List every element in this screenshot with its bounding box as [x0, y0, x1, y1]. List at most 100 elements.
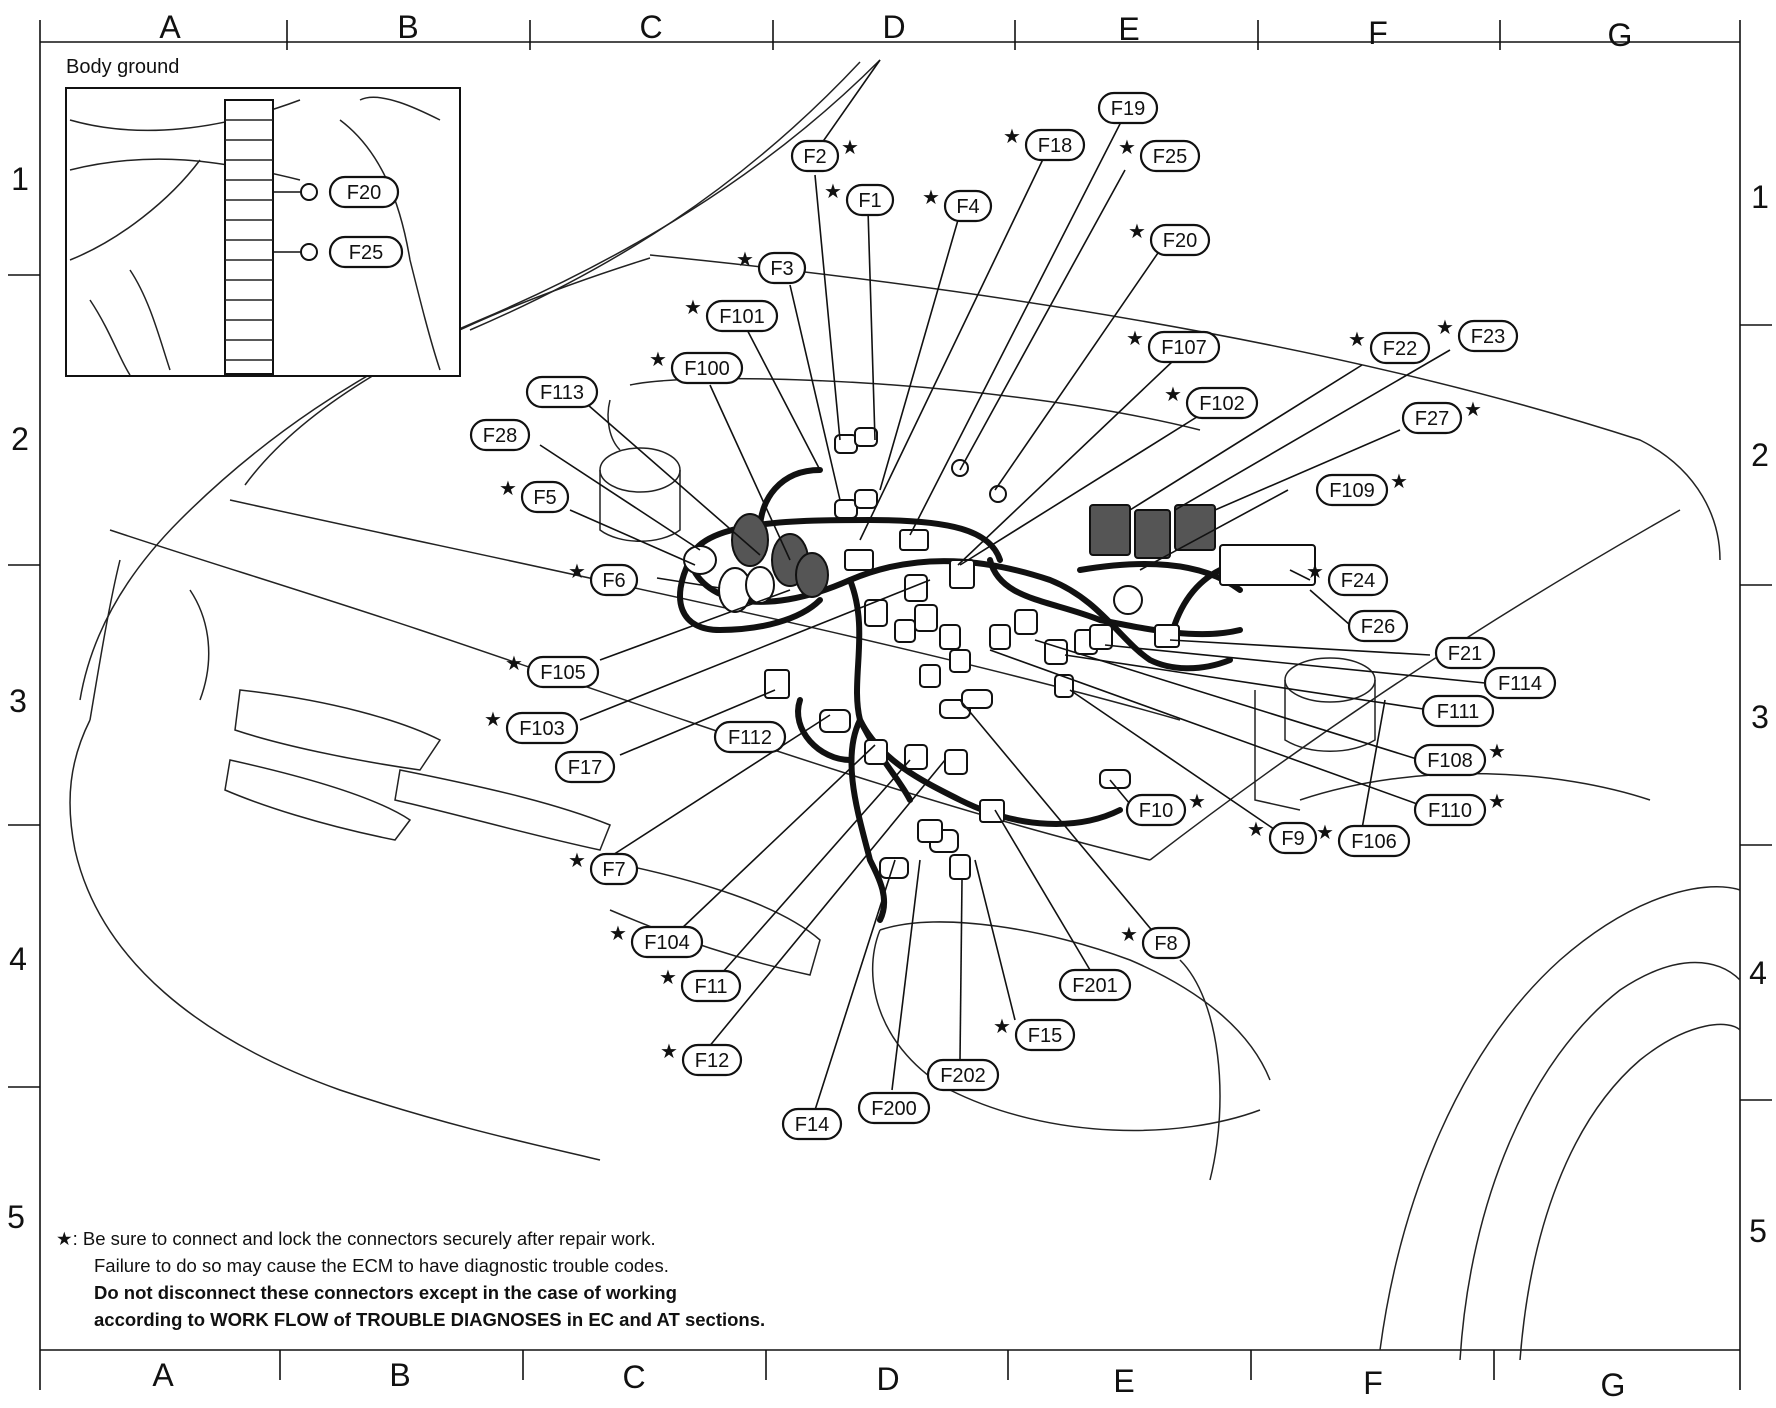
connector-label-f109: F109★ — [1315, 469, 1408, 507]
footnote-line-1: ★: Be sure to connect and lock the conne… — [56, 1228, 656, 1249]
star-icon: ★ — [1348, 327, 1366, 351]
inset-connector-F25: F25 — [328, 235, 404, 269]
column-labels-top: A B C D E F G — [159, 9, 1632, 53]
connector-plug — [1099, 769, 1131, 789]
connector-label-f103: F103★ — [484, 707, 579, 745]
inset-connector-F20: F20 — [328, 175, 400, 209]
connector-label-f18: F18★ — [1003, 124, 1086, 162]
connector-plug — [989, 624, 1011, 650]
connector-plug — [914, 604, 938, 632]
connector-label-f202: F202 — [926, 1058, 1000, 1092]
connector-label-f21: F21 — [1434, 636, 1496, 670]
connector-plug — [1113, 585, 1143, 615]
connector-label-f19: F19 — [1097, 91, 1159, 125]
connector-plug — [854, 427, 878, 447]
star-icon: ★ — [1488, 739, 1506, 763]
star-icon: ★ — [1488, 789, 1506, 813]
connector-label-f100: F100★ — [649, 347, 744, 385]
connector-label-f104: F104★ — [609, 921, 704, 959]
ground-terminal — [989, 485, 1007, 503]
star-icon: ★ — [1118, 135, 1136, 159]
connector-pill — [1139, 139, 1201, 173]
connector-label-f23: F23★ — [1436, 315, 1519, 353]
connector-id: F113 — [540, 382, 584, 404]
connector-pill — [790, 139, 840, 173]
connector-id: F28 — [483, 425, 517, 447]
connector-pill — [781, 1107, 843, 1141]
connector-id: F110 — [1428, 800, 1472, 822]
star-icon: ★ — [922, 185, 940, 209]
connector-id: F201 — [1072, 975, 1118, 997]
col-label: C — [639, 9, 662, 45]
star-icon: ★ — [993, 1014, 1011, 1038]
star-icon: ★ — [505, 651, 523, 675]
connector-plug — [864, 739, 888, 765]
star-icon: ★ — [1120, 922, 1138, 946]
connector-label-f101: F101★ — [684, 295, 779, 333]
connector-id: F107 — [1161, 337, 1207, 359]
connector-pill — [1347, 609, 1409, 643]
connector-label-f2: F2★ — [790, 135, 859, 173]
ecm-connector — [1174, 504, 1216, 551]
col-label: A — [159, 9, 181, 45]
connector-label-f1: F1★ — [824, 179, 895, 217]
star-icon: ★ — [1164, 382, 1182, 406]
col-label: C — [622, 1359, 645, 1395]
connector-pill — [526, 655, 600, 689]
connector-plug — [961, 689, 993, 709]
row-labels-left: 1 2 3 4 5 — [7, 161, 29, 1235]
star-icon: ★ — [499, 476, 517, 500]
footnote-line-4: according to WORK FLOW of TROUBLE DIAGNO… — [94, 1309, 766, 1330]
connector-label-f106: F106★ — [1316, 820, 1411, 858]
connector-label-f25: F25★ — [1118, 135, 1201, 173]
connector-id: F9 — [1281, 828, 1304, 850]
star-icon: ★ — [609, 921, 627, 945]
connector-pill — [1413, 793, 1487, 827]
star-icon: ★ — [660, 1039, 678, 1063]
connector-id: F103 — [519, 718, 565, 740]
connector-id: F100 — [684, 358, 730, 380]
connector-pill — [1434, 636, 1496, 670]
connector-id: F20 — [1163, 230, 1197, 252]
star-icon: ★ — [1464, 397, 1482, 421]
connector-id: F22 — [1383, 338, 1417, 360]
connector-plug — [854, 489, 878, 509]
connector-plug — [879, 857, 909, 879]
connector-id: F24 — [1341, 570, 1375, 592]
connector-label-f113: F113 — [525, 375, 599, 409]
connector-label-f11: F11★ — [659, 965, 742, 1003]
footnote: ★: Be sure to connect and lock the conne… — [56, 1225, 956, 1333]
row-labels-right: 1 2 3 4 5 — [1749, 179, 1769, 1249]
connector-plug — [844, 549, 874, 571]
connector-label-f200: F200 — [857, 1091, 931, 1125]
col-label: D — [882, 9, 905, 45]
star-icon: ★ — [568, 848, 586, 872]
connector-plug — [939, 624, 961, 650]
connector-pill — [680, 969, 742, 1003]
connector-pill — [1141, 926, 1191, 960]
connector-label-f24: F24 ★ — [1306, 559, 1389, 597]
star-icon: ★ — [1316, 820, 1334, 844]
connector-id: F27 — [1415, 408, 1449, 430]
connector-id: F18 — [1038, 135, 1072, 157]
connector-id: F19 — [1111, 98, 1145, 120]
connector-label-f111: F111 — [1421, 694, 1495, 728]
connector-pill — [589, 852, 639, 886]
footnote-line-3: Do not disconnect these connectors excep… — [94, 1282, 677, 1303]
connector-id: F12 — [695, 1050, 729, 1072]
connector-id: F8 — [1154, 933, 1177, 955]
connector-pill — [469, 418, 531, 452]
ecm-connector — [1134, 509, 1171, 559]
connector-labels: F1★F2★F3★F4★F5★F6★F7★F8★F9★F10★F11★F12★F… — [469, 91, 1557, 1141]
row-label: 3 — [9, 683, 27, 719]
star-icon: ★ — [824, 179, 842, 203]
col-label: G — [1608, 17, 1633, 53]
connector-label-f10: F10★ — [1125, 789, 1206, 827]
connector-id: F105 — [540, 662, 586, 684]
star-icon: ★ — [1306, 559, 1324, 583]
connector-id: F15 — [1028, 1025, 1062, 1047]
connector-id: F200 — [871, 1098, 917, 1120]
connector-id: F17 — [568, 757, 602, 779]
connector-id: F6 — [602, 570, 625, 592]
row-label: 5 — [1749, 1213, 1767, 1249]
